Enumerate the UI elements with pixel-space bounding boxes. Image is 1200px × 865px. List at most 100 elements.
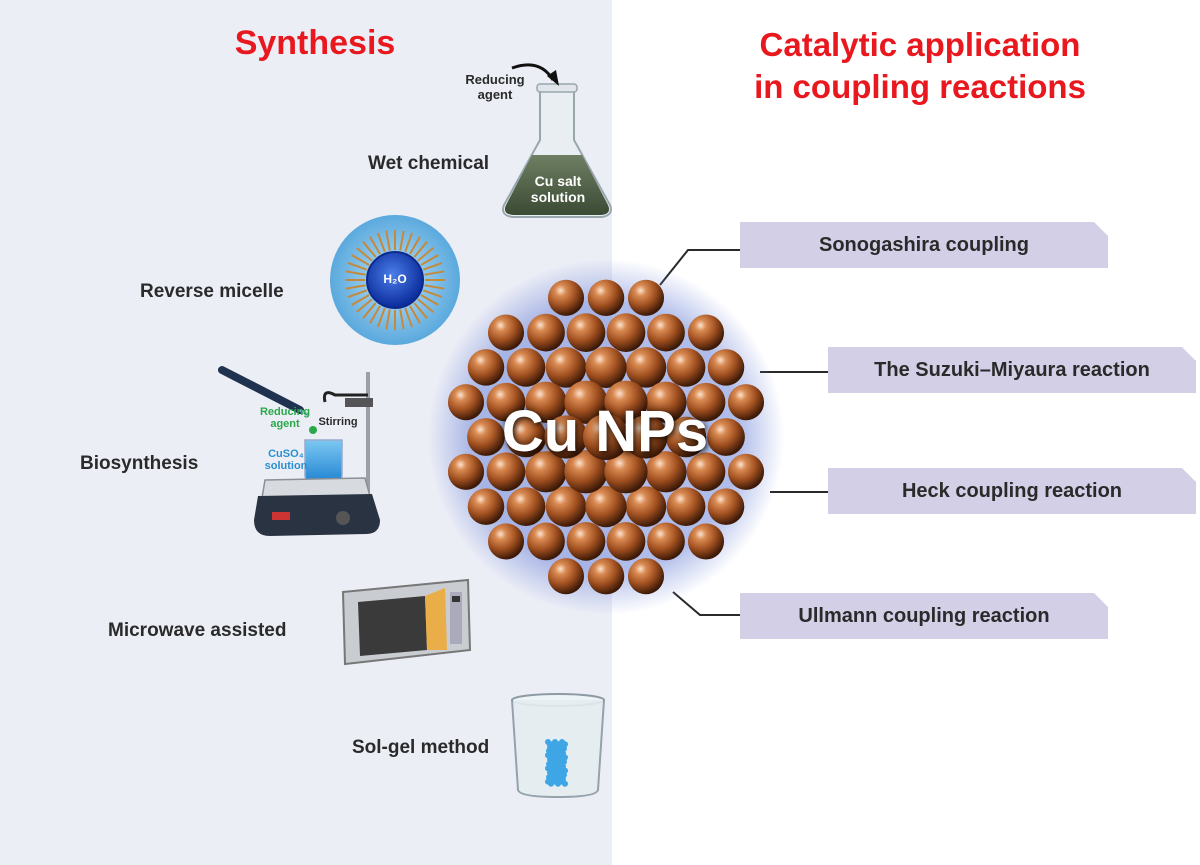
cuso4-line1: CuSO₄	[268, 448, 304, 460]
synthesis-heading: Synthesis	[234, 24, 396, 62]
copper-atom	[627, 558, 665, 595]
copper-atom	[665, 416, 707, 458]
surfactant-tail	[385, 309, 391, 330]
reaction-sonogashira: Sonogashira coupling	[740, 222, 1108, 268]
copper-atom	[486, 452, 526, 492]
copper-atom	[727, 384, 765, 421]
copper-atom	[545, 486, 587, 527]
copper-atom	[707, 418, 745, 456]
copper-atom	[647, 313, 685, 352]
surfactant-tail	[369, 305, 381, 324]
cu-salt-label: Cu salt solution	[520, 173, 596, 205]
h2o-label: H₂O	[383, 272, 407, 286]
surfactant-tail	[351, 254, 370, 266]
cuso4-label: CuSO₄ solution	[260, 448, 312, 472]
cuso4-line2: solution	[264, 460, 308, 472]
copper-atom	[447, 453, 485, 490]
surfactant-tail	[347, 261, 368, 271]
copper-atom	[645, 451, 687, 493]
method-biosynthesis: Biosynthesis	[80, 453, 199, 474]
stirrer-icon	[218, 366, 380, 536]
copper-atom	[727, 453, 765, 490]
copper-atom	[687, 523, 725, 560]
copper-atom	[583, 414, 629, 460]
stirring-label: Stirring	[318, 416, 358, 428]
reducing-agent-label: Reducing agent	[460, 72, 530, 102]
cu-salt-line1: Cu salt	[534, 173, 582, 189]
copper-atom	[505, 416, 547, 458]
method-wet-chemical: Wet chemical	[368, 153, 490, 174]
surfactant-tail	[420, 254, 439, 266]
surfactant-tail	[362, 302, 377, 319]
copper-atom	[467, 418, 505, 456]
copper-atom	[564, 380, 608, 424]
surfactant-tail	[424, 270, 445, 276]
catalytic-heading-line2: in coupling reactions	[754, 68, 1086, 105]
surfactant-tail	[399, 309, 405, 330]
surfactant-tail	[420, 294, 439, 306]
copper-atom	[564, 450, 608, 494]
copper-atom	[467, 488, 505, 525]
reaction-suzuki-miyaura: The Suzuki–Miyaura reaction	[828, 347, 1196, 393]
copper-atom	[447, 384, 485, 421]
copper-atom	[525, 381, 567, 423]
surfactant-tail	[404, 232, 414, 253]
surfactant-tail	[413, 241, 428, 258]
microwave-icon	[341, 578, 472, 666]
surfactant-tail	[424, 284, 445, 290]
copper-atom	[625, 486, 667, 527]
bio-reducing-agent-line2: agent	[270, 418, 300, 430]
copper-atom	[547, 558, 585, 595]
reducing-agent-line1: Reducing	[465, 72, 525, 87]
copper-atom	[686, 382, 726, 422]
copper-atom	[506, 348, 546, 387]
copper-atom	[487, 314, 525, 351]
surfactant-tail	[345, 284, 366, 290]
copper-atom	[566, 313, 606, 352]
method-microwave-assisted: Microwave assisted	[108, 620, 287, 641]
copper-atom	[647, 522, 685, 561]
surfactant-tail	[347, 289, 368, 299]
method-sol-gel: Sol-gel method	[352, 737, 490, 758]
copper-atom	[585, 346, 627, 389]
beaker-icon	[511, 693, 605, 799]
reducing-agent-line2: agent	[477, 87, 513, 102]
copper-atom	[687, 314, 725, 351]
reaction-ullmann: Ullmann coupling reaction	[740, 593, 1108, 639]
surfactant-tail	[356, 247, 373, 262]
surfactant-tail	[345, 270, 366, 276]
cu-nanoparticle-cluster	[447, 279, 765, 595]
catalytic-heading-line1: Catalytic application	[759, 26, 1081, 63]
connector-ullmann	[672, 591, 740, 616]
copper-atom	[707, 488, 745, 525]
gel-particle	[562, 780, 568, 787]
surfactant-tail	[422, 289, 443, 299]
arrow-head-icon	[547, 70, 559, 86]
bio-reducing-agent-line1: Reducing	[259, 406, 311, 418]
copper-atom	[625, 347, 667, 388]
gel-particle	[555, 780, 561, 787]
copper-atom	[606, 313, 646, 352]
surfactant-tail	[404, 307, 414, 328]
surfactant-tail	[376, 232, 386, 253]
surfactant-tail	[422, 261, 443, 271]
surfactant-tail	[362, 241, 377, 258]
copper-atom	[486, 382, 526, 422]
surfactant-tail	[409, 305, 421, 324]
reaction-heck: Heck coupling reaction	[828, 468, 1196, 514]
copper-atom	[545, 347, 587, 388]
copper-atom	[547, 279, 585, 316]
method-reverse-micelle: Reverse micelle	[140, 281, 284, 302]
surfactant-tail	[417, 298, 434, 313]
cu-nps-label: Cu NPs	[501, 399, 709, 464]
surfactant-tail	[399, 230, 405, 251]
copper-atom	[604, 450, 648, 494]
copper-atom	[666, 487, 706, 526]
flask-icon	[502, 83, 612, 218]
surfactant-tail	[385, 230, 391, 251]
surfactant-tail	[417, 247, 434, 262]
copper-atom	[527, 522, 565, 561]
cu-salt-line2: solution	[530, 189, 586, 205]
copper-atom	[587, 279, 625, 317]
